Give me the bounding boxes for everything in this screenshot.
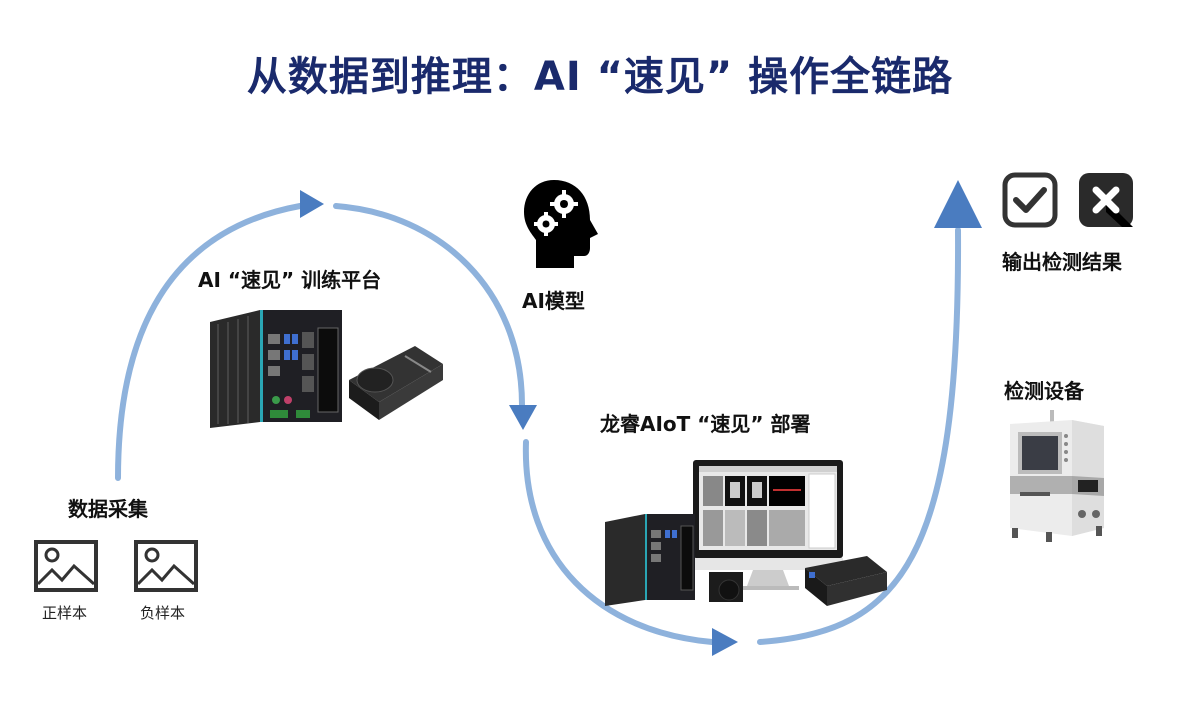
deployment-hardware-image (605, 460, 887, 606)
arrow-head-mid (509, 405, 537, 430)
image-icon (134, 540, 198, 592)
training-platform-label: AI “速见” 训练平台 (198, 268, 382, 292)
output-result-label: 输出检测结果 (1002, 250, 1122, 274)
head-gears-icon (524, 180, 598, 268)
positive-sample-label: 正样本 (42, 604, 88, 622)
image-icon (34, 540, 98, 592)
gpu-card-image (349, 346, 443, 420)
check-icon (1002, 172, 1058, 228)
inspection-machine-image (1010, 410, 1104, 542)
cross-icon (1079, 173, 1133, 227)
page-title: 从数据到推理：AI “速见” 操作全链路 (246, 54, 954, 100)
arrow-head-up (934, 180, 982, 228)
flow-line-deploy-to-output (757, 227, 962, 645)
flow-line-collect-to-train (115, 203, 303, 481)
deployment-label: 龙睿AIoT “速见” 部署 (600, 412, 811, 436)
data-collection-label: 数据采集 (68, 497, 148, 521)
arrow-head-bottom (712, 628, 738, 656)
arrow-head-top (300, 190, 324, 218)
flow-line-train-to-deploy (333, 203, 525, 408)
flow-line-deploy-curve (522, 439, 715, 645)
ai-model-label: AI模型 (522, 289, 585, 313)
industrial-pc-image (210, 310, 342, 428)
negative-sample-label: 负样本 (140, 604, 186, 622)
inspection-device-label: 检测设备 (1004, 379, 1084, 403)
